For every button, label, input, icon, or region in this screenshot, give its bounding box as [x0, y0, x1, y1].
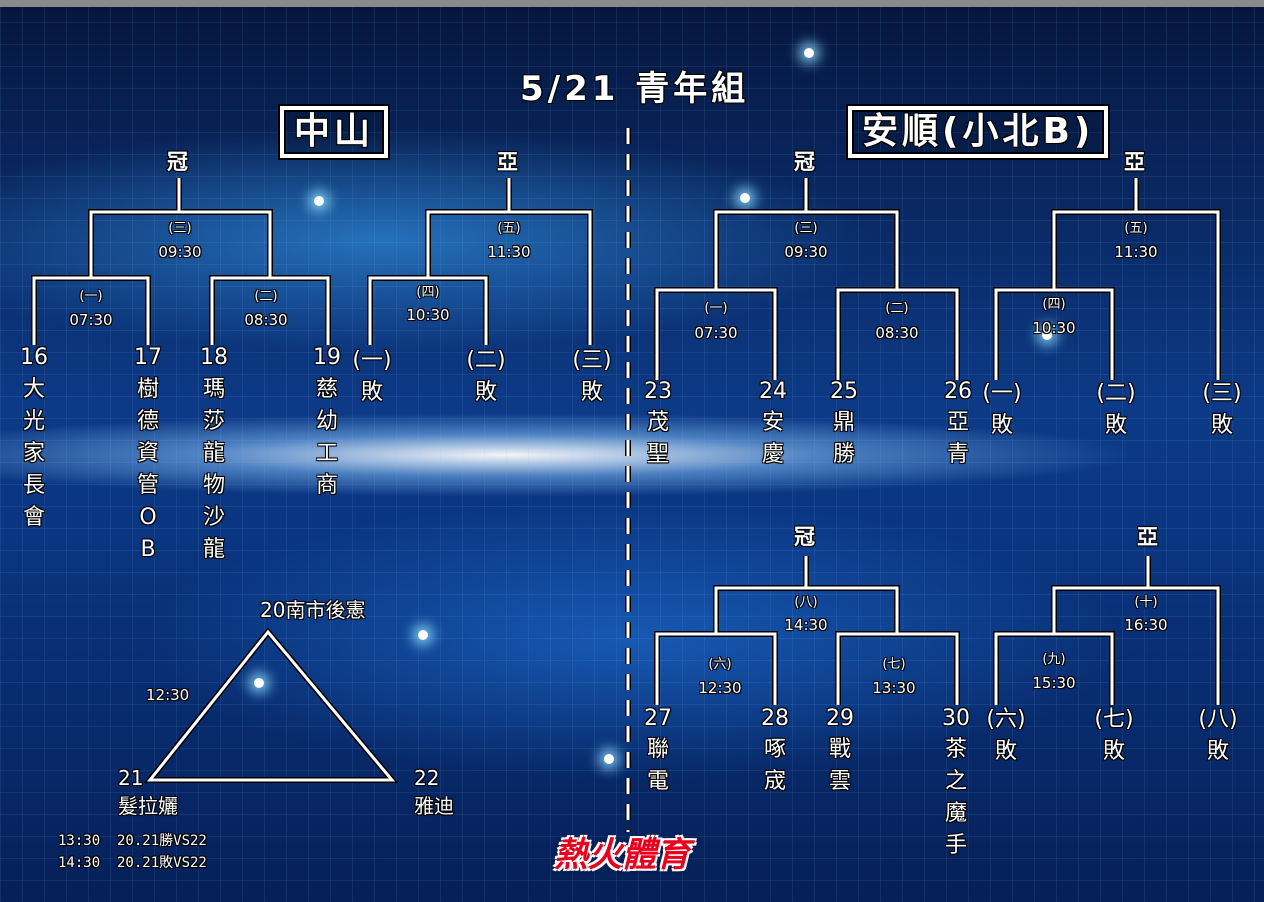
team-name: 鼎勝 [832, 410, 855, 467]
match-time: 16:30 [1124, 616, 1168, 634]
match-time: 10:30 [1032, 319, 1076, 337]
triangle-left-number: 21 [118, 766, 144, 790]
team-number: 19 [313, 345, 341, 370]
team-number: 24 [759, 379, 787, 404]
team-number: 17 [134, 345, 162, 370]
team-number: 18 [200, 345, 228, 370]
match-round: (八) [794, 595, 818, 610]
team-number: 30 [942, 706, 970, 731]
match-time: 13:30 [872, 679, 916, 697]
champion-label: 冠 [794, 525, 815, 549]
match-round: (五) [497, 221, 521, 236]
team-name: 慈幼工商 [315, 377, 338, 498]
match-time: 12:30 [698, 679, 742, 697]
page-title: 5/21 青年組 [520, 69, 750, 109]
window-top-bar [0, 0, 1264, 7]
team-name: 啄宬 [763, 737, 786, 794]
match-round: (三) [168, 221, 192, 236]
light-dot [804, 48, 814, 58]
light-dot [254, 678, 264, 688]
team-number: 27 [644, 706, 672, 731]
team-number: 16 [20, 345, 48, 370]
group-name-right: 安順(小北B) [845, 104, 1111, 160]
match-round: (五) [1124, 221, 1148, 236]
match-round: (六) [708, 657, 732, 672]
team-name: 戰雲 [828, 737, 851, 794]
loser-slot: (一)敗 [352, 348, 392, 405]
light-dot [1042, 330, 1052, 340]
loser-slot: (二)敗 [466, 348, 506, 405]
match-round: (三) [794, 221, 818, 236]
team-name: 茂聖 [646, 410, 669, 467]
loser-slot: (七)敗 [1094, 707, 1134, 764]
runner-up-label: 亞 [1124, 150, 1145, 174]
triangle-right-number: 22 [414, 766, 440, 790]
light-dot [418, 630, 428, 640]
light-dot [314, 196, 324, 206]
loser-slot: (六)敗 [986, 707, 1026, 764]
light-dot [604, 754, 614, 764]
team-number: 23 [644, 379, 672, 404]
triangle-right-team: 雅迪 [414, 794, 454, 818]
match-round: (四) [1042, 297, 1066, 312]
triangle-time: 12:30 [146, 686, 190, 704]
champion-label: 冠 [794, 150, 815, 174]
match-time: 08:30 [244, 311, 288, 329]
loser-slot: (三)敗 [1202, 381, 1242, 438]
team-name: 亞青 [946, 410, 969, 467]
team-name: 聯電 [646, 737, 669, 794]
match-time: 09:30 [784, 243, 828, 261]
match-round: (九) [1042, 652, 1066, 667]
match-time: 08:30 [875, 324, 919, 342]
match-time: 11:30 [1114, 243, 1158, 261]
runner-up-label: 亞 [1137, 525, 1158, 549]
match-round: (十) [1134, 595, 1158, 610]
group-name-left: 中山 [277, 104, 391, 160]
loser-slot: (八)敗 [1198, 707, 1238, 764]
champion-label: 冠 [167, 150, 188, 174]
match-time: 11:30 [487, 243, 531, 261]
match-round: (七) [882, 657, 906, 672]
team-name: 茶之魔手 [944, 737, 967, 858]
match-round: (四) [416, 285, 440, 300]
match-time: 07:30 [694, 324, 738, 342]
match-time: 10:30 [406, 306, 450, 324]
schedule-note: 14:30 20.21敗VS22 [58, 855, 207, 871]
match-round: (一) [79, 289, 103, 304]
match-time: 15:30 [1032, 674, 1076, 692]
team-number: 26 [944, 379, 972, 404]
team-name: 樹德資管OB [136, 377, 159, 562]
triangle-top-team: 20南市後憲 [260, 598, 366, 622]
team-number: 28 [761, 706, 789, 731]
triangle-left-team: 髮拉孋 [118, 794, 178, 818]
match-time: 09:30 [158, 243, 202, 261]
match-round: (二) [885, 301, 909, 316]
team-name: 安慶 [761, 410, 784, 467]
loser-slot: (三)敗 [572, 348, 612, 405]
team-number: 25 [830, 379, 858, 404]
team-number: 29 [826, 706, 854, 731]
brand-logo: 熱火體育 [554, 835, 690, 875]
team-name: 瑪莎龍物沙龍 [202, 377, 225, 562]
loser-slot: (一)敗 [982, 381, 1022, 438]
light-dot [740, 193, 750, 203]
match-round: (一) [704, 301, 728, 316]
runner-up-label: 亞 [497, 150, 518, 174]
team-name: 大光家長會 [22, 377, 45, 530]
match-time: 07:30 [69, 311, 113, 329]
schedule-note: 13:30 20.21勝VS22 [58, 833, 207, 849]
match-round: (二) [254, 289, 278, 304]
loser-slot: (二)敗 [1096, 381, 1136, 438]
match-time: 14:30 [784, 616, 828, 634]
